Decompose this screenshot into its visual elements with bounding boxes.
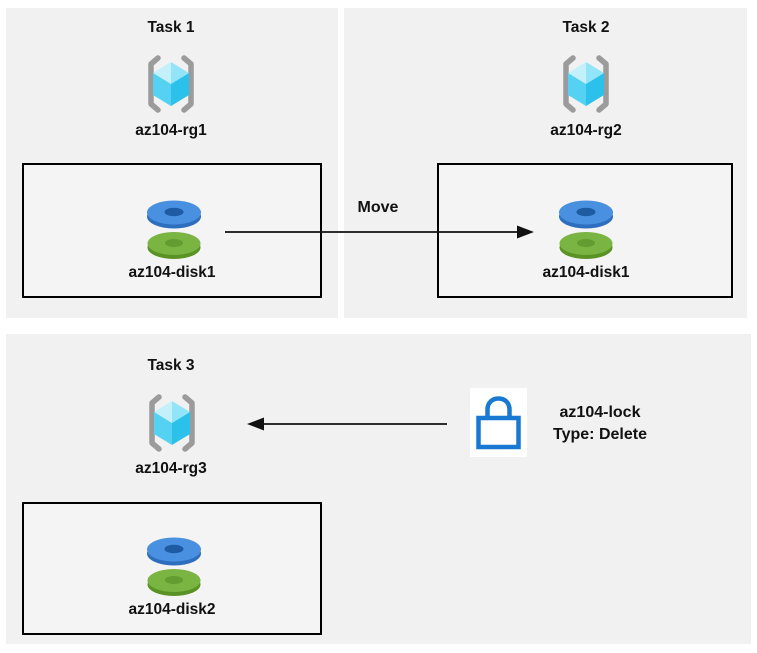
resource-group-icon — [149, 394, 195, 452]
disk-container-box — [437, 163, 733, 298]
lock-icon-background — [470, 388, 527, 457]
resource-group-icon — [563, 55, 609, 113]
lock-icon — [476, 396, 521, 450]
disk-icon — [559, 200, 613, 259]
resource-group-icon — [148, 55, 194, 113]
disk-name: az104-disk1 — [542, 264, 630, 281]
lock-caption: az104-lock Type: Delete — [536, 402, 664, 446]
task-3-title: Task 3 — [147, 357, 195, 374]
disk-name: az104-disk2 — [128, 601, 216, 618]
resource-group-name: az104-rg1 — [135, 122, 207, 139]
lock-type: Type: Delete — [553, 426, 647, 443]
move-arrow-label: Move — [357, 199, 399, 216]
disk-container-box — [22, 163, 322, 298]
disk-icon — [147, 200, 201, 259]
disk-container-box — [22, 502, 322, 635]
resource-group-name: az104-rg2 — [550, 122, 622, 139]
resource-group-name: az104-rg3 — [135, 460, 207, 477]
lock-name: az104-lock — [559, 404, 641, 421]
disk-icon — [147, 537, 201, 596]
task-2-title: Task 2 — [562, 19, 610, 36]
task-1-title: Task 1 — [147, 19, 195, 36]
disk-name: az104-disk1 — [128, 264, 216, 281]
